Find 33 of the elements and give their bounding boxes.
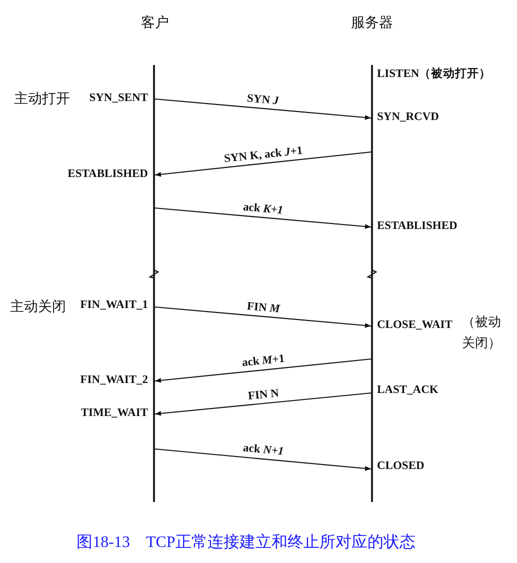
state-label: SYN_SENT — [89, 92, 148, 104]
annotation: 主动打开 — [14, 90, 70, 108]
state-label: LAST_ACK — [377, 384, 438, 396]
edge-label: SYN K, ack J+1 — [223, 144, 303, 165]
edge-label: FIN N — [247, 387, 279, 402]
state-label: FIN_WAIT_1 — [80, 299, 148, 311]
lifeline-header: 服务器 — [351, 14, 393, 32]
lifeline — [371, 65, 373, 502]
lifeline-header: 客户 — [141, 14, 169, 32]
arrow — [154, 207, 372, 229]
state-label: ESTABLISHED — [68, 168, 148, 180]
state-label: SYN_RCVD — [377, 111, 439, 123]
arrow — [154, 358, 372, 383]
state-label: TIME_WAIT — [80, 407, 148, 419]
annotation: 主动关闭 — [10, 298, 66, 316]
arrow — [154, 392, 372, 416]
edge-label: SYN J — [246, 92, 280, 107]
lifeline — [153, 65, 155, 502]
edge-label: ack N+1 — [242, 442, 284, 458]
arrow — [154, 306, 372, 328]
annotation: （被动关闭） — [462, 314, 502, 353]
caption: 图18-13 TCP正常连接建立和终止所对应的状态 — [76, 532, 416, 553]
edge-label: FIN M — [246, 300, 280, 315]
arrow — [154, 151, 372, 177]
arrow — [154, 448, 372, 471]
state-label: CLOSE_WAIT — [377, 319, 452, 331]
state-label: LISTEN（被动打开） — [377, 66, 492, 81]
arrow — [154, 98, 372, 120]
edge-label: ack M+1 — [241, 352, 285, 370]
state-label: CLOSED — [377, 460, 424, 472]
edge-label: ack K+1 — [242, 200, 284, 216]
state-label: ESTABLISHED — [377, 220, 458, 232]
state-label: FIN_WAIT_2 — [80, 374, 148, 386]
